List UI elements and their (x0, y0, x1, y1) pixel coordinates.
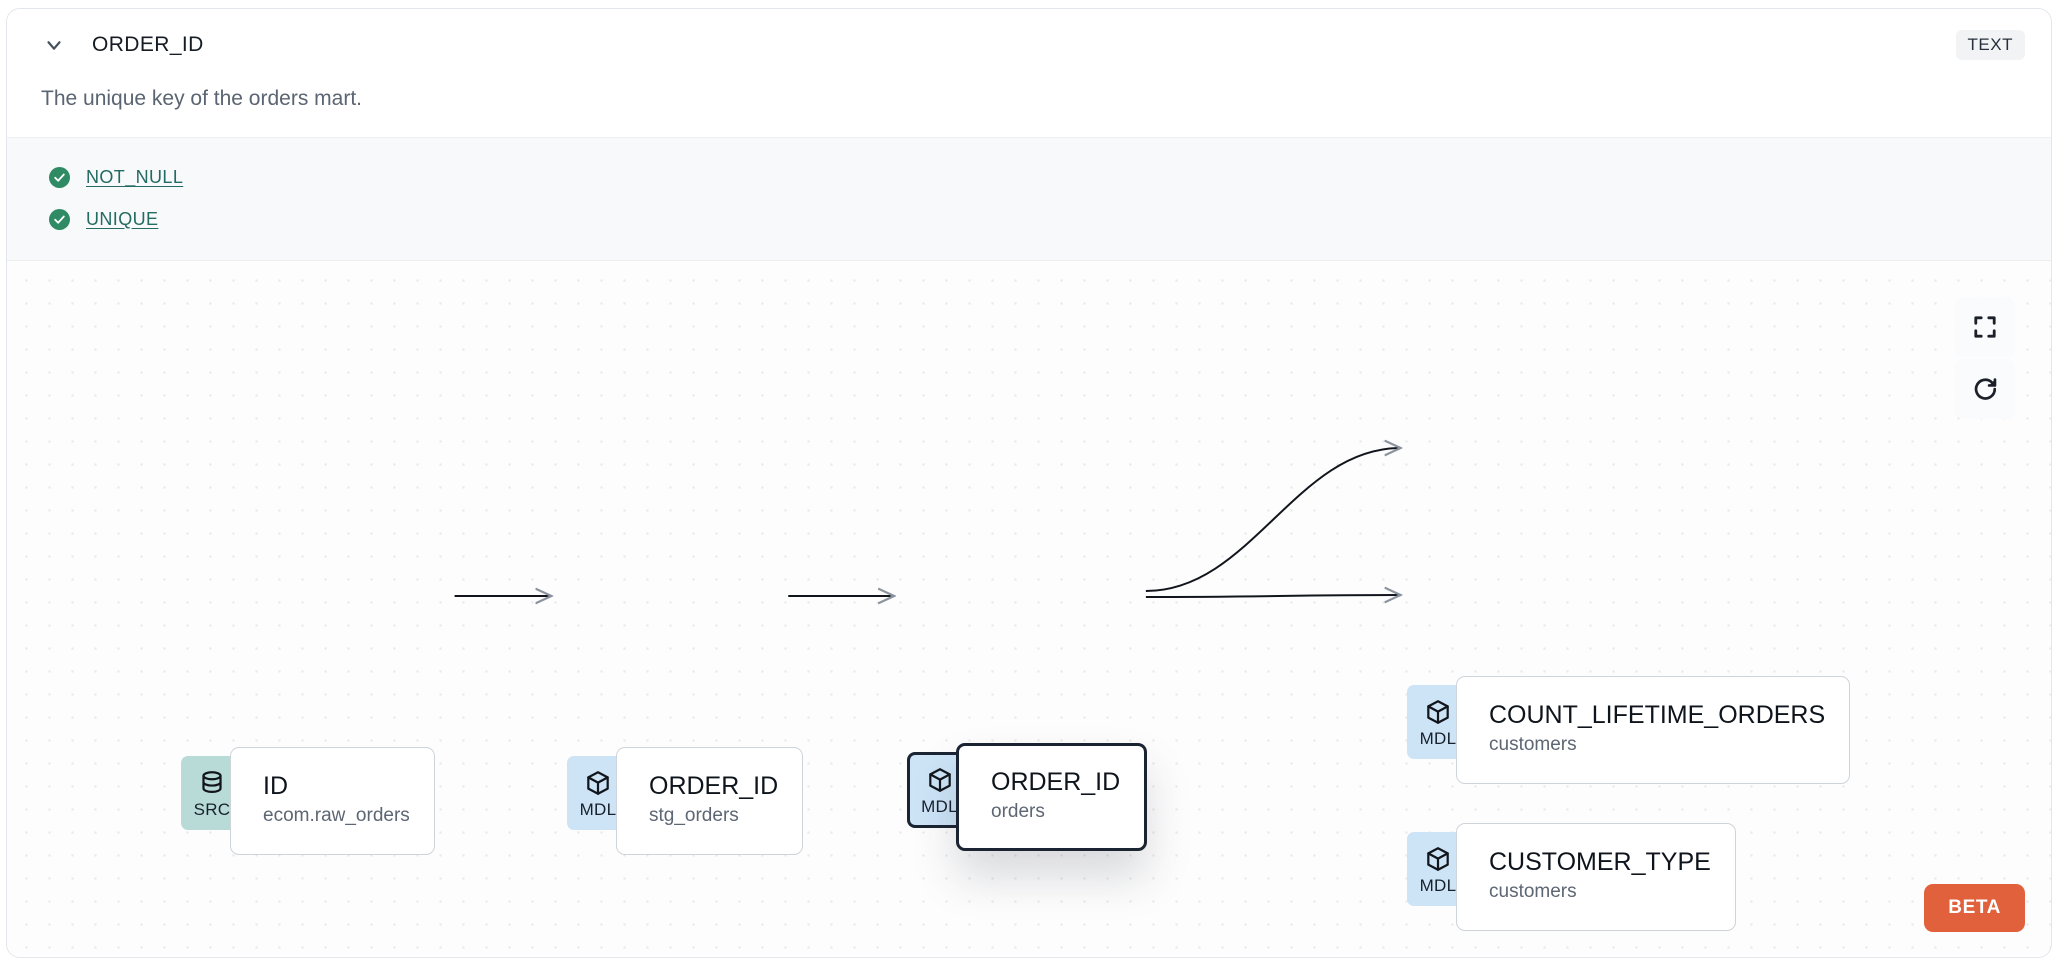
test-link-unique[interactable]: UNIQUE (86, 208, 159, 229)
node-subtitle: orders (991, 801, 1045, 823)
column-type-badge: TEXT (1955, 30, 2025, 60)
lineage-node-customer-type[interactable]: MDL CUSTOMER_TYPE customers (1407, 823, 1736, 931)
node-subtitle: ecom.raw_orders (263, 805, 410, 827)
node-title: ID (263, 771, 288, 800)
node-subtitle: customers (1489, 881, 1577, 903)
edge-orders-to-customer-type (1145, 595, 1401, 597)
node-title: ORDER_ID (649, 771, 779, 800)
test-row[interactable]: NOT_NULL (49, 156, 2021, 198)
node-body: ORDER_ID orders (956, 743, 1148, 851)
node-title: ORDER_ID (991, 767, 1121, 796)
page-title: ORDER_ID (92, 33, 204, 56)
node-badge-label: MDL (1419, 728, 1457, 748)
tests-section: NOT_NULL UNIQUE (7, 137, 2051, 261)
panel-header: ORDER_ID TEXT (7, 9, 2051, 81)
fullscreen-icon (1972, 314, 1998, 340)
fit-view-button[interactable] (1955, 297, 2015, 357)
node-subtitle: customers (1489, 734, 1577, 756)
database-icon (198, 769, 226, 797)
node-title: CUSTOMER_TYPE (1489, 847, 1711, 876)
lineage-edges (454, 261, 2051, 956)
chevron-down-icon (43, 34, 65, 56)
test-link-not-null[interactable]: NOT_NULL (86, 166, 184, 187)
column-description: The unique key of the orders mart. (7, 81, 2051, 137)
cube-icon (1424, 698, 1452, 726)
node-body: ORDER_ID stg_orders (616, 747, 804, 855)
lineage-node-src-id[interactable]: SRC ID ecom.raw_orders (181, 747, 435, 855)
lineage-node-count-lifetime-orders[interactable]: MDL COUNT_LIFETIME_ORDERS customers (1407, 676, 1851, 784)
check-circle-icon (49, 166, 70, 188)
lineage-graph-canvas[interactable]: SRC ID ecom.raw_orders MDL ORDE (7, 261, 2051, 956)
node-body: CUSTOMER_TYPE customers (1456, 823, 1736, 931)
test-row[interactable]: UNIQUE (49, 198, 2021, 240)
refresh-icon (1972, 376, 1999, 403)
lineage-node-stg-orders[interactable]: MDL ORDER_ID stg_orders (567, 747, 804, 855)
node-badge-label: SRC (193, 799, 231, 819)
node-body: COUNT_LIFETIME_ORDERS customers (1456, 676, 1851, 784)
beta-badge[interactable]: BETA (1924, 884, 2025, 932)
collapse-toggle-button[interactable] (37, 28, 71, 62)
reset-button[interactable] (1955, 359, 2015, 419)
check-circle-icon (49, 208, 70, 230)
canvas-controls (1955, 297, 2015, 419)
lineage-node-orders[interactable]: MDL ORDER_ID orders (907, 743, 1148, 851)
node-badge-label: MDL (1419, 875, 1457, 895)
cube-icon (1424, 845, 1452, 873)
node-badge-label: MDL (579, 799, 617, 819)
edge-orders-to-count-lifetime-orders (1145, 448, 1401, 592)
cube-icon (926, 766, 954, 794)
column-detail-panel: ORDER_ID TEXT The unique key of the orde… (6, 8, 2052, 958)
node-title: COUNT_LIFETIME_ORDERS (1489, 700, 1826, 729)
node-badge-label: MDL (921, 796, 958, 816)
node-subtitle: stg_orders (649, 805, 739, 827)
cube-icon (584, 769, 612, 797)
node-body: ID ecom.raw_orders (230, 747, 435, 855)
